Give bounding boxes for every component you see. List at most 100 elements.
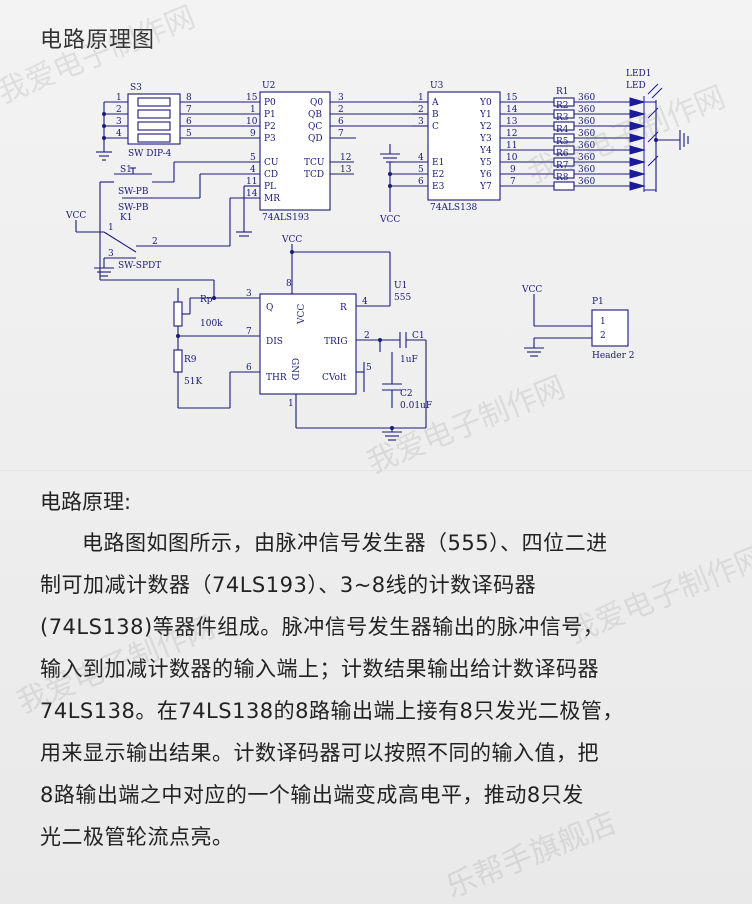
s1-ref: S1 — [120, 165, 132, 175]
r9-value: 51K — [184, 377, 202, 387]
u1-ref: U1 — [394, 281, 407, 291]
u2-onum-13: 13 — [340, 165, 352, 175]
u3-pin-y3: Y3 — [479, 134, 492, 144]
r4-ref: R4 — [556, 125, 569, 135]
u2-pin-tcu: TCU — [304, 158, 325, 168]
k1-pin2: 2 — [152, 237, 158, 247]
u3-onum-9: 9 — [510, 165, 516, 175]
r5-value: 360 — [578, 141, 595, 151]
paragraph-line: 光二极管轮流点亮。 — [40, 825, 234, 849]
u2-onum-3: 3 — [338, 93, 344, 103]
u2-onum-12: 12 — [340, 153, 351, 163]
s1-value-2: SW-PB — [118, 203, 149, 213]
u2-num-5: 5 — [250, 153, 256, 163]
s3-pin-l4: 4 — [116, 129, 122, 139]
u1-num-1: 1 — [288, 399, 294, 409]
page-heading: 电路原理图 — [40, 28, 156, 53]
paragraph-line: 74LS138。在74LS138的8路输出端上接有8只发光二极管， — [40, 699, 624, 723]
rp-ref: Rp — [200, 295, 213, 305]
u2-num-10: 10 — [246, 117, 258, 127]
c1-value: 1uF — [400, 355, 418, 365]
u3-pin-y0: Y0 — [479, 98, 492, 108]
p1-pin2: 2 — [600, 331, 606, 341]
u1-pin-gnd: GND — [289, 358, 299, 380]
r7-ref: R7 — [556, 161, 569, 171]
u1-num-6: 6 — [246, 363, 252, 373]
u3-num-5: 5 — [418, 165, 424, 175]
r8-value: 360 — [578, 177, 595, 187]
p1-value: Header 2 — [592, 351, 635, 361]
u3-num-2: 2 — [418, 105, 424, 115]
u3-pin-y6: Y6 — [479, 170, 492, 180]
u2-pin-pl: PL — [264, 182, 276, 192]
vcc-555: VCC — [281, 235, 302, 245]
r1-value: 360 — [578, 93, 595, 103]
u1-num-2: 2 — [364, 331, 370, 341]
u3-pin-y1: Y1 — [479, 110, 492, 120]
u3-num-6: 6 — [418, 177, 424, 187]
led1-ref: LED1 — [626, 69, 652, 79]
u2-onum-7: 7 — [338, 129, 344, 139]
r1-ref: R1 — [556, 87, 569, 97]
p1-pin1: 1 — [600, 317, 606, 327]
u3-pin-y7: Y7 — [479, 182, 492, 192]
u1-pin-dis: DIS — [266, 337, 283, 347]
r2-value: 360 — [578, 105, 595, 115]
u3-onum-11: 11 — [506, 141, 517, 151]
s3-ref: S3 — [130, 83, 142, 93]
u2-pin-p2: P2 — [264, 122, 276, 132]
s3-pin-r1: 8 — [186, 93, 192, 103]
section-divider — [0, 470, 752, 471]
u2-num-14: 14 — [246, 189, 258, 199]
k1-pin3: 3 — [108, 249, 114, 259]
u1-pin-cvolt: CVolt — [322, 373, 347, 383]
u1-pin-q: Q — [266, 303, 273, 313]
u3-pin-a: A — [431, 98, 439, 108]
s1-value: SW-PB — [118, 187, 149, 197]
u2-value: 74ALS193 — [262, 213, 310, 223]
c1-ref: C1 — [412, 331, 425, 341]
u2-pin-q0: Q0 — [310, 98, 323, 108]
r4-value: 360 — [578, 129, 595, 139]
s3-pin-r3: 6 — [186, 117, 192, 127]
r6-ref: R6 — [556, 149, 569, 159]
u3-pin-y5: Y5 — [479, 158, 492, 168]
u1-pin-thr: THR — [266, 373, 287, 383]
c2-value: 0.01uF — [400, 401, 432, 411]
r7-value: 360 — [578, 165, 595, 175]
r6-value: 360 — [578, 153, 595, 163]
led-ref: LED — [626, 81, 646, 91]
circuit-schematic: S3 SW DIP-4 1 2 3 4 8 7 6 5 U2 74ALS193 … — [65, 69, 689, 441]
paragraph-line: 电路图如图所示，由脉冲信号发生器（555）、四位二进 — [82, 531, 608, 555]
u3-pin-e2: E2 — [432, 170, 444, 180]
u3-onum-12: 12 — [506, 129, 517, 139]
s3-pin-r2: 7 — [186, 105, 192, 115]
u2-pin-cd: CD — [264, 170, 278, 180]
u3-onum-15: 15 — [506, 93, 518, 103]
c2-ref: C2 — [400, 389, 413, 399]
r5-ref: R5 — [556, 137, 569, 147]
u2-num-9: 9 — [250, 129, 256, 139]
u3-value: 74ALS138 — [430, 203, 478, 213]
s3-value: SW DIP-4 — [128, 149, 172, 159]
u1-pin-r: R — [340, 303, 347, 313]
r8-ref: R8 — [556, 173, 569, 183]
rp-value: 100k — [200, 319, 223, 329]
paragraph-line: (74LS138)等器件组成。脉冲信号发生器输出的脉冲信号， — [40, 615, 605, 639]
u2-pin-cu: CU — [264, 158, 279, 168]
k1-value: SW-SPDT — [118, 261, 161, 271]
u3-pin-b: B — [432, 110, 439, 120]
paragraph-line: 制可加减计数器（74LS193）、3~8线的计数译码器 — [40, 573, 537, 597]
vcc-p1: VCC — [521, 285, 542, 295]
u3-pin-y4: Y4 — [479, 146, 492, 156]
u2-pin-tcd: TCD — [304, 170, 324, 180]
u1-num-8: 8 — [286, 279, 292, 289]
u1-num-7: 7 — [246, 327, 252, 337]
r9-ref: R9 — [184, 355, 197, 365]
k1-pin1: 1 — [108, 223, 114, 233]
u2-pin-p3: P3 — [264, 134, 276, 144]
s3-pin-r4: 5 — [186, 129, 192, 139]
u2-onum-6: 6 — [338, 117, 344, 127]
u3-pin-c: C — [432, 122, 439, 132]
